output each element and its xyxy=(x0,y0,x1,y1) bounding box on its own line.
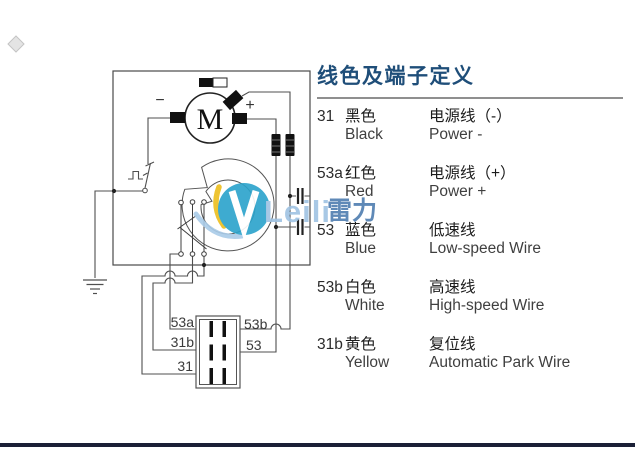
wire-minus-brush xyxy=(147,117,170,164)
switch-contact xyxy=(142,187,148,194)
polarity-indicator-black xyxy=(199,78,213,87)
connector-pins xyxy=(209,321,226,384)
pin-labels: 53a 53b 31b 53 31 xyxy=(171,314,268,374)
choke-winding-lines xyxy=(272,139,294,153)
pulse-symbol xyxy=(128,170,148,180)
bottom-accent-bar xyxy=(0,443,635,447)
function-zh: 复位线 xyxy=(429,336,476,353)
color-zh: 白色 xyxy=(345,279,377,296)
choke-2 xyxy=(285,134,295,156)
switch-blade xyxy=(144,162,152,189)
terminal-number: 53 xyxy=(317,222,335,239)
wire-color-cell: 黑色 Black xyxy=(345,108,429,144)
color-en: Yellow xyxy=(345,354,390,371)
capacitor-2 xyxy=(296,219,304,235)
color-zh: 黑色 xyxy=(345,108,377,125)
terminal-definition-panel: 线色及端子定义 31 黑色 Black 电源线（-） Power - 53a 红… xyxy=(317,60,631,393)
plus-label: + xyxy=(245,97,254,114)
function-zh: 电源线（+） xyxy=(429,165,516,182)
switch-terminal-tick xyxy=(145,161,155,167)
wire-53 xyxy=(240,118,277,353)
wire-color-cell: 白色 White xyxy=(345,279,429,315)
disc-outer xyxy=(181,158,275,252)
motor-label: M xyxy=(197,103,224,136)
color-en: White xyxy=(345,297,385,314)
minus-label: − xyxy=(155,92,164,109)
pin-label-31b: 31b xyxy=(171,334,195,350)
wire-color-cell: 黄色 Yellow xyxy=(345,336,429,372)
terminal-number: 31b xyxy=(317,336,343,353)
table-row: 53 蓝色 Blue 低速线 Low-speed Wire xyxy=(317,222,631,258)
watermark-gold-swoosh xyxy=(213,184,227,229)
brush-left xyxy=(170,112,185,123)
wire-53a xyxy=(169,253,196,330)
pin-label-31: 31 xyxy=(177,358,193,374)
wire-color-cell: 红色 Red xyxy=(345,165,429,201)
wire-53b xyxy=(240,91,291,330)
capacitors xyxy=(296,188,304,235)
color-zh: 蓝色 xyxy=(345,222,377,239)
function-en: Power + xyxy=(429,183,487,200)
terminal-number: 53a xyxy=(317,165,343,182)
choke-1 xyxy=(271,134,281,156)
table-row: 53a 红色 Red 电源线（+） Power + xyxy=(317,165,631,201)
chokes xyxy=(271,134,295,156)
color-en: Blue xyxy=(345,240,377,257)
motor-symbol xyxy=(170,77,247,144)
function-en: Low-speed Wire xyxy=(429,240,541,257)
wire-31 xyxy=(141,256,205,375)
function-en: High-speed Wire xyxy=(429,297,545,314)
contact-points xyxy=(178,199,207,257)
watermark-latin-text: Leili xyxy=(264,194,331,229)
function-cell: 复位线 Automatic Park Wire xyxy=(429,336,631,372)
junction-cap1 xyxy=(287,193,293,199)
function-cell: 高速线 High-speed Wire xyxy=(429,279,631,315)
junction-ground xyxy=(111,188,117,194)
pin-label-53b: 53b xyxy=(244,316,268,332)
connector-block xyxy=(195,315,241,389)
terminal-number: 53b xyxy=(317,279,343,296)
function-cell: 电源线（+） Power + xyxy=(429,165,631,201)
function-en: Power - xyxy=(429,126,483,143)
junction-chassis xyxy=(201,262,207,268)
table-row: 31 黑色 Black 电源线（-） Power - xyxy=(317,108,631,144)
watermark-cjk-text: 雷力 xyxy=(327,197,377,225)
wire-31b xyxy=(152,256,196,351)
color-en: Red xyxy=(345,183,374,200)
ground-icon xyxy=(83,279,107,295)
title-rule xyxy=(317,97,623,99)
table-row: 53b 白色 White 高速线 High-speed Wire xyxy=(317,279,631,315)
capacitor-1 xyxy=(296,188,304,204)
color-zh: 黄色 xyxy=(345,336,377,353)
wire-to-ground xyxy=(94,190,143,278)
watermark-wing xyxy=(193,211,245,240)
function-zh: 高速线 xyxy=(429,279,476,296)
junction-cap2 xyxy=(273,224,279,230)
function-en: Automatic Park Wire xyxy=(429,354,571,371)
brush-high-speed xyxy=(222,89,244,111)
pin-label-53a: 53a xyxy=(171,314,195,330)
color-en: Black xyxy=(345,126,383,143)
junction-dots xyxy=(111,188,293,268)
chassis-box xyxy=(112,70,311,266)
wires xyxy=(94,91,310,375)
brush-right xyxy=(232,113,247,124)
watermark-logo: Leili 雷力 xyxy=(193,183,377,241)
diamond-decoration-icon xyxy=(7,35,25,53)
wire-color-cell: 蓝色 Blue xyxy=(345,222,429,258)
panel-title: 线色及端子定义 xyxy=(317,65,475,88)
polarity-indicator-white xyxy=(212,77,228,88)
function-zh: 低速线 xyxy=(429,222,476,239)
watermark-v-icon xyxy=(228,189,260,241)
function-cell: 电源线（-） Power - xyxy=(429,108,631,144)
pin-label-53: 53 xyxy=(246,337,262,353)
function-cell: 低速线 Low-speed Wire xyxy=(429,222,631,258)
wiper-blades xyxy=(177,215,207,250)
color-zh: 红色 xyxy=(345,165,377,182)
terminal-number: 31 xyxy=(317,108,335,125)
function-zh: 电源线（-） xyxy=(429,108,512,125)
table-row: 31b 黄色 Yellow 复位线 Automatic Park Wire xyxy=(317,336,631,372)
